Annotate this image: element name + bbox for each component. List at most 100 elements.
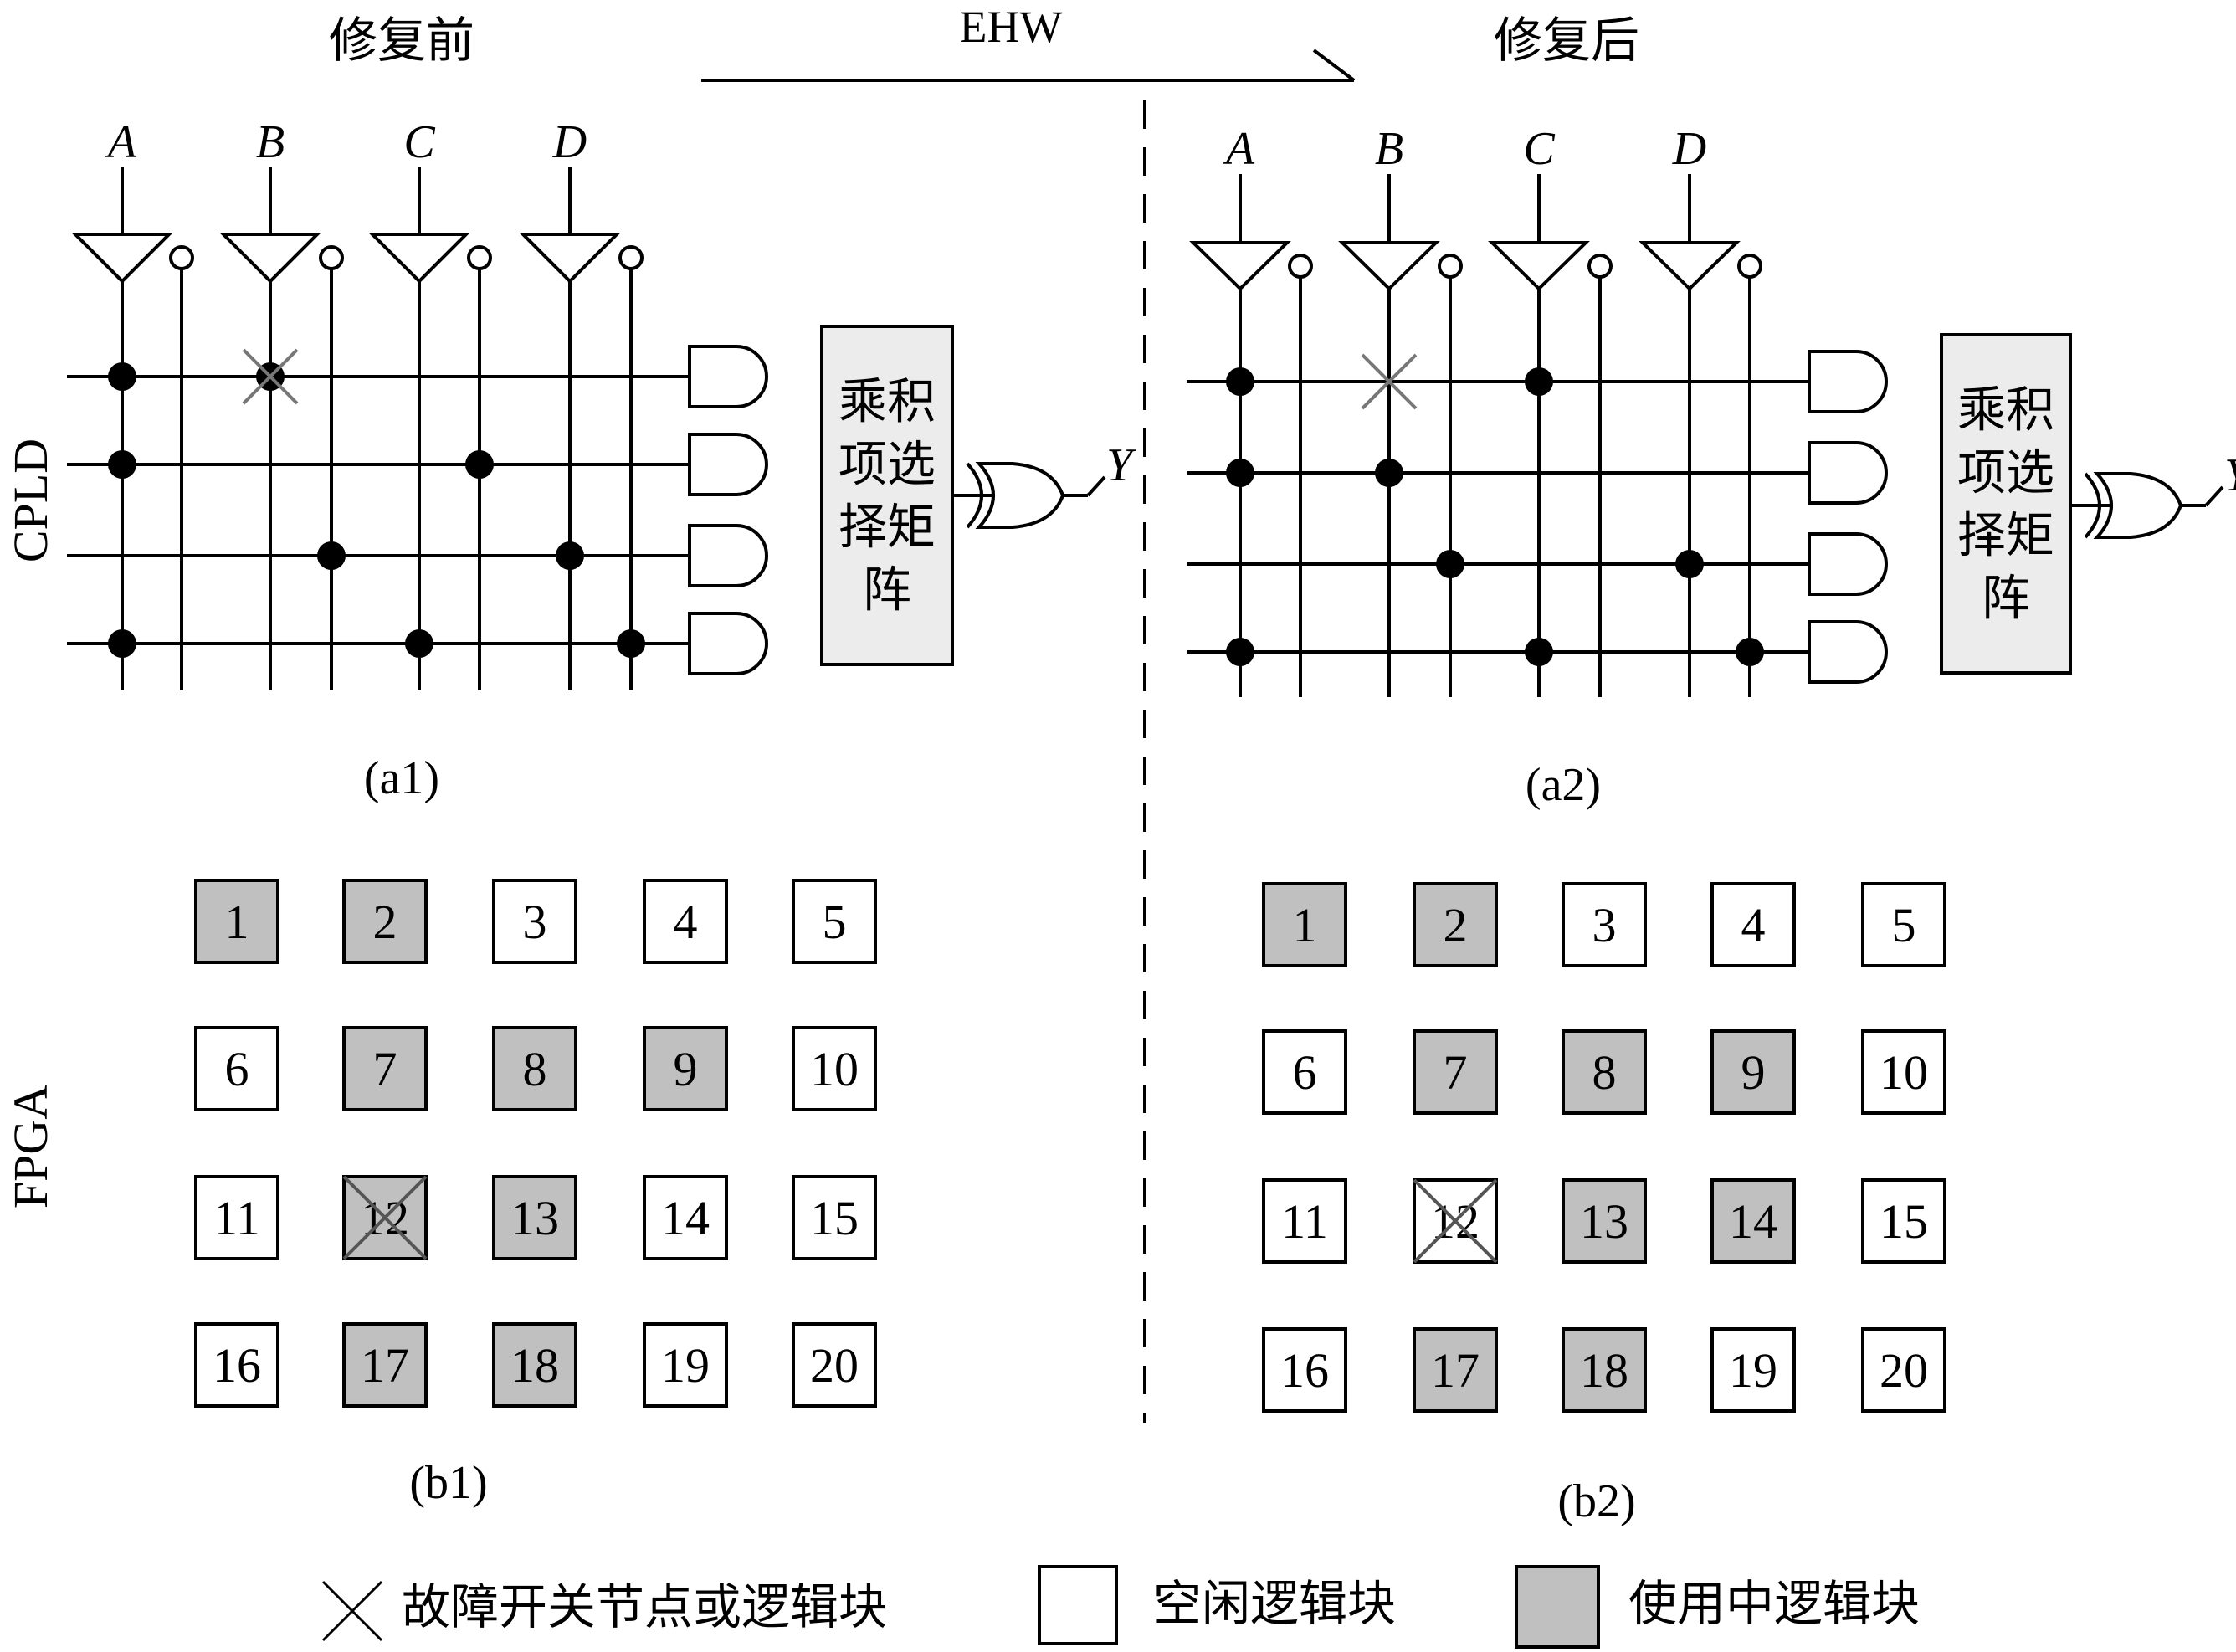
logic-block-number: 2 xyxy=(1444,898,1468,952)
inverter-bubble xyxy=(618,245,644,270)
logic-block-box xyxy=(1861,1327,1946,1413)
logic-block: 3 xyxy=(1562,882,1647,967)
logic-block: 1 xyxy=(1262,882,1347,967)
logic-block-number: 8 xyxy=(523,1042,547,1096)
logic-block-box xyxy=(1861,1178,1946,1264)
logic-block-number: 8 xyxy=(1592,1045,1617,1100)
logic-block: 2 xyxy=(342,879,428,964)
connection-dot xyxy=(1375,459,1403,487)
logic-block: 4 xyxy=(1710,882,1796,967)
logic-block-number: 3 xyxy=(1592,898,1617,952)
matrix-label-line: 择矩 xyxy=(838,500,936,555)
logic-block-box xyxy=(1562,1327,1647,1413)
product-term-matrix xyxy=(1940,333,2072,675)
logic-block: 20 xyxy=(792,1322,877,1408)
output-wire-tick xyxy=(2204,485,2224,507)
logic-block-number: 14 xyxy=(661,1191,710,1245)
and-gate xyxy=(1808,441,1888,505)
after-repair-label: 修复后 xyxy=(1494,13,1639,68)
logic-block-box xyxy=(492,879,577,964)
logic-block-number: 18 xyxy=(1580,1343,1628,1398)
connection-dot xyxy=(1736,638,1764,666)
logic-block: 15 xyxy=(1861,1178,1946,1264)
input-label-b: B xyxy=(256,116,285,168)
ehw-arrow xyxy=(701,49,1356,82)
logic-block-number: 20 xyxy=(810,1338,859,1393)
logic-block: 3 xyxy=(492,879,577,964)
logic-block-box xyxy=(492,1322,577,1408)
logic-block: 8 xyxy=(1562,1029,1647,1115)
logic-block: 17 xyxy=(1413,1327,1498,1413)
inverter-bubble xyxy=(1737,254,1762,279)
logic-block: 8 xyxy=(492,1026,577,1111)
logic-block-number: 13 xyxy=(510,1191,559,1245)
logic-block: 6 xyxy=(1262,1029,1347,1115)
or-gate-inner-arc xyxy=(2084,472,2101,539)
logic-block-box xyxy=(643,1026,728,1111)
connection-dot xyxy=(1226,459,1254,487)
input-label-c: C xyxy=(1523,123,1555,175)
buffer-triangle xyxy=(368,233,470,284)
logic-block-box xyxy=(492,1026,577,1111)
logic-block-number: 11 xyxy=(213,1191,260,1245)
connection-dot xyxy=(108,450,136,479)
caption-a2: (a2) xyxy=(1526,759,1601,811)
matrix-label-line: 阵 xyxy=(863,563,911,618)
logic-block: 10 xyxy=(792,1026,877,1111)
logic-block-box xyxy=(1413,882,1498,967)
logic-block-number: 2 xyxy=(373,895,397,949)
logic-block-number: 19 xyxy=(661,1338,710,1393)
logic-block: 7 xyxy=(342,1026,428,1111)
logic-block: 5 xyxy=(792,879,877,964)
logic-block-box xyxy=(1861,882,1946,967)
and-gate xyxy=(688,524,768,587)
logic-block-box xyxy=(643,1322,728,1408)
logic-block-number: 5 xyxy=(1892,898,1916,952)
matrix-label-line: 择矩 xyxy=(1957,509,2054,563)
logic-block-box xyxy=(342,879,428,964)
or-gate xyxy=(975,462,1065,529)
connection-dot xyxy=(317,541,346,570)
logic-block: 12 xyxy=(342,1175,428,1260)
legend-idle-label: 空闲逻辑块 xyxy=(1153,1577,1396,1631)
logic-block-box xyxy=(1413,1029,1498,1115)
logic-block-box xyxy=(643,879,728,964)
matrix-label-line: 项选 xyxy=(1957,446,2054,500)
buffer-triangle xyxy=(519,233,621,284)
inverter-bubble xyxy=(169,245,194,270)
logic-block-number: 6 xyxy=(225,1042,249,1096)
output-wire-tick xyxy=(1086,475,1106,497)
and-gate xyxy=(688,612,768,675)
logic-block-number: 3 xyxy=(523,895,547,949)
product-term-matrix xyxy=(820,325,954,666)
input-label-a: A xyxy=(105,116,137,168)
matrix-label-line: 乘积 xyxy=(1957,383,2054,438)
logic-block-number: 6 xyxy=(1293,1045,1317,1100)
legend-fault-icon xyxy=(321,1580,383,1642)
matrix-label-line: 项选 xyxy=(838,438,936,492)
logic-block-number: 17 xyxy=(1431,1343,1480,1398)
logic-block-box xyxy=(1562,1029,1647,1115)
logic-block-number: 19 xyxy=(1729,1343,1777,1398)
logic-block: 2 xyxy=(1413,882,1498,967)
connection-dot xyxy=(1675,550,1704,578)
logic-block-box xyxy=(1710,1327,1796,1413)
inverter-bubble xyxy=(467,245,492,270)
caption-b2: (b2) xyxy=(1557,1475,1635,1527)
connection-dot xyxy=(108,629,136,658)
caption-a1: (a1) xyxy=(364,752,439,804)
matrix-label-line: 阵 xyxy=(1982,572,2030,626)
logic-block: 17 xyxy=(342,1322,428,1408)
logic-block: 9 xyxy=(1710,1029,1796,1115)
input-label-d: D xyxy=(1672,123,1706,175)
or-gate xyxy=(2093,472,2183,539)
logic-block-number: 15 xyxy=(810,1191,859,1245)
input-label-a: A xyxy=(1223,123,1255,175)
logic-block: 15 xyxy=(792,1175,877,1260)
fault-mark xyxy=(1413,1178,1498,1264)
logic-block-number: 10 xyxy=(1880,1045,1928,1100)
or-gate-inner-arc xyxy=(966,462,983,529)
caption-b1: (b1) xyxy=(409,1457,487,1509)
logic-block-box xyxy=(792,1026,877,1111)
logic-block-box xyxy=(492,1175,577,1260)
